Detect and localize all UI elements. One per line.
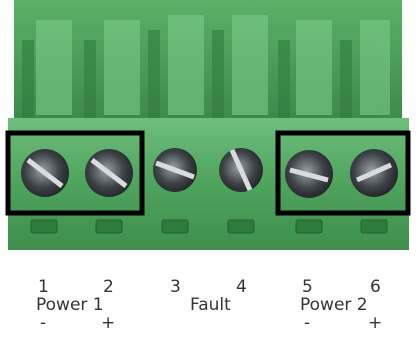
terminal-number-4: 4	[236, 277, 247, 297]
screw-1	[21, 149, 69, 197]
connector-top	[14, 0, 402, 120]
polarity-1: -	[40, 313, 47, 333]
screw-terminals	[21, 148, 398, 198]
connector-ribs	[22, 30, 352, 120]
terminal-number-3: 3	[170, 277, 181, 297]
screw-2	[85, 149, 133, 197]
terminal-number-2: 2	[103, 277, 114, 297]
group-label-power2: Power 2	[300, 295, 368, 315]
polarity-6: +	[368, 313, 383, 333]
terminal-block-connector	[5, 0, 411, 250]
power1-highlight-box	[5, 130, 145, 216]
power2-highlight-box	[275, 130, 411, 216]
polarity-5: -	[304, 313, 311, 333]
group-label-power1: Power 1	[36, 295, 104, 315]
screw-4	[219, 148, 263, 192]
screw-6	[350, 149, 398, 197]
terminal-number-6: 6	[370, 277, 381, 297]
pin-slots	[30, 219, 388, 234]
terminal-number-1: 1	[38, 277, 49, 297]
screw-3	[153, 148, 197, 192]
screw-5	[285, 150, 333, 198]
connector-body	[8, 118, 409, 250]
group-label-fault: Fault	[190, 295, 231, 315]
terminal-number-5: 5	[302, 277, 313, 297]
polarity-2: +	[101, 313, 116, 333]
